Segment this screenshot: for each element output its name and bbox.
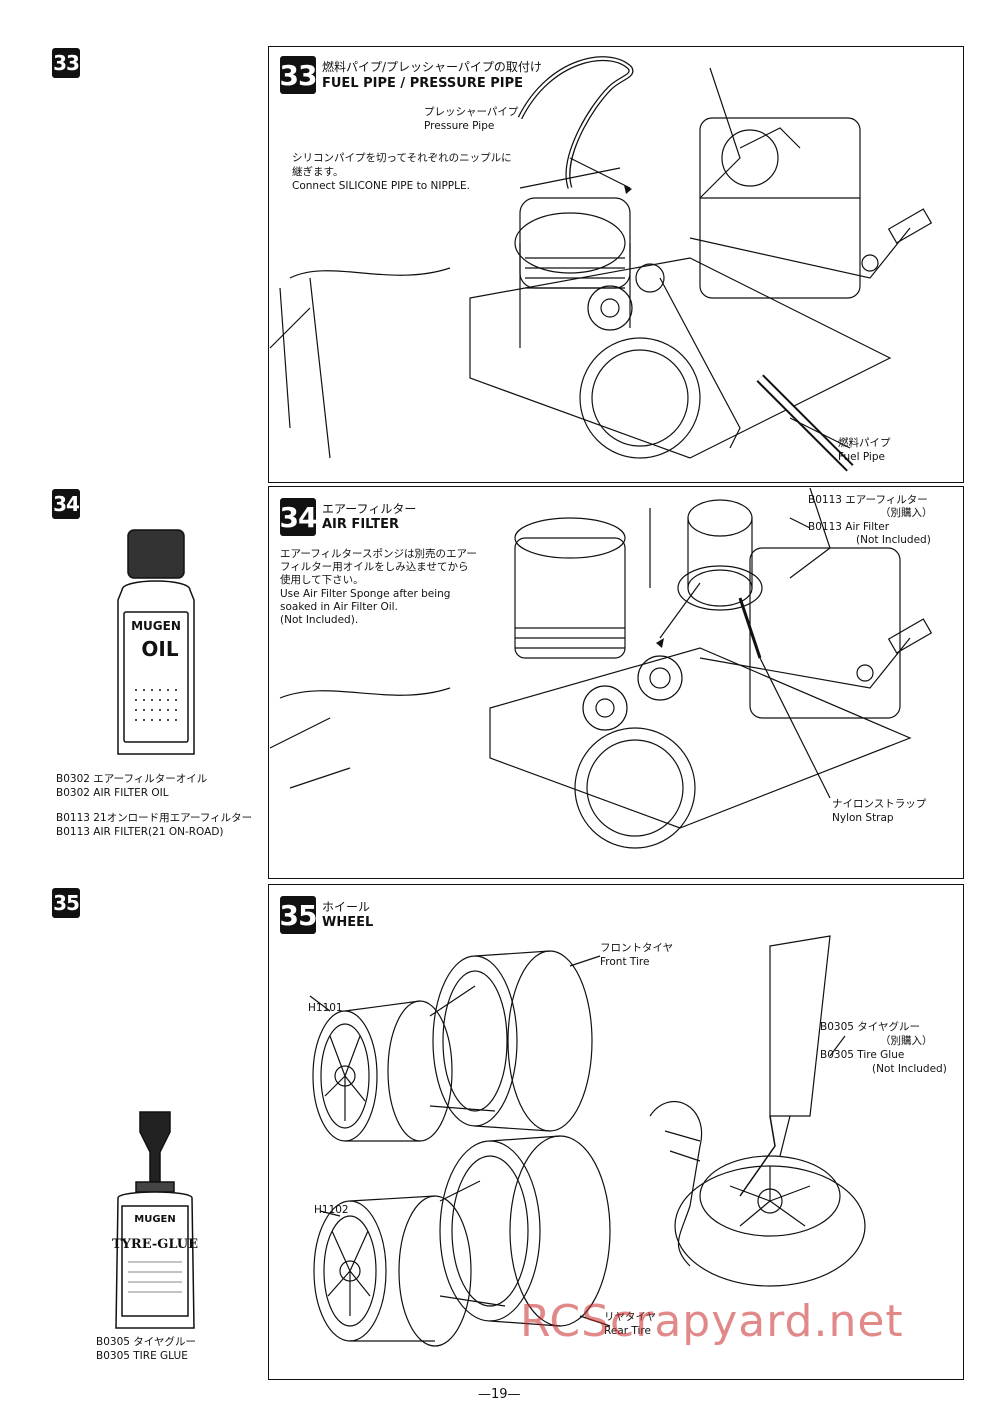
step-badge-33-side: 33 — [52, 48, 80, 78]
pressure-pipe-label-en: Pressure Pipe — [424, 120, 495, 132]
silicone-note-jp-1: シリコンパイプを切ってそれぞれのニップルに — [292, 152, 512, 164]
air-filter-note-jp-2: フィルター用オイルをしみ込ませてから — [280, 561, 469, 573]
front-tire-label-en: Front Tire — [600, 956, 650, 968]
step-badge-35-side: 35 — [52, 888, 80, 918]
step-33-title-en: FUEL PIPE / PRESSURE PIPE — [322, 76, 524, 91]
panel-34 — [268, 486, 964, 879]
air-filter-part-jp-2: （別購入） — [880, 507, 933, 519]
step-35-title-en: WHEEL — [322, 915, 374, 930]
watermark: RCScrapyard.net — [520, 1296, 904, 1347]
air-filter-oil-bottle: MUGEN OIL — [117, 529, 195, 755]
rear-tire-label-jp: リヤタイヤ — [604, 1311, 657, 1323]
air-filter-note-en-1: Use Air Filter Sponge after being — [280, 588, 451, 600]
tire-glue-label-en-2: (Not Included) — [872, 1063, 947, 1075]
filter-caption-jp: B0113 21オンロード用エアーフィルター — [56, 812, 253, 824]
step-badge-34: 34 — [280, 498, 317, 536]
panel-33 — [268, 46, 964, 483]
glue-bottle-product: TYRE-GLUE — [112, 1237, 198, 1252]
oil-bottle-product: OIL — [141, 637, 178, 661]
wheel-tire-illustration — [309, 935, 866, 1347]
air-filter-note-jp-1: エアーフィルタースポンジは別売のエアー — [280, 548, 477, 560]
tire-glue-bottle: MUGEN TYRE-GLUE — [112, 1111, 198, 1329]
step-badge-34-side: 34 — [52, 489, 80, 519]
air-filter-illustration — [269, 487, 933, 849]
silicone-note-jp-2: 継ぎます。 — [292, 166, 344, 178]
nylon-strap-label-en: Nylon Strap — [832, 812, 894, 824]
nylon-strap-label-jp: ナイロンストラップ — [832, 798, 927, 810]
tire-glue-label-jp-1: B0305 タイヤグルー — [820, 1021, 920, 1033]
pressure-pipe-label-jp: プレッシャーパイプ — [424, 106, 519, 118]
page-number: —19— — [478, 1387, 521, 1402]
air-filter-part-en-1: B0113 Air Filter — [808, 521, 890, 533]
engine-fuel-pipe-illustration — [269, 56, 933, 472]
step-badge-33: 33 — [280, 56, 317, 94]
oil-caption-jp: B0302 エアーフィルターオイル — [56, 773, 208, 785]
h1102-label: H1102 — [314, 1204, 349, 1216]
silicone-note-en: Connect SILICONE PIPE to NIPPLE. — [292, 180, 470, 192]
glue-caption-en: B0305 TIRE GLUE — [96, 1350, 188, 1362]
front-tire-label-jp: フロントタイヤ — [600, 942, 674, 954]
air-filter-note-en-2: soaked in Air Filter Oil. — [280, 601, 398, 613]
oil-caption-en: B0302 AIR FILTER OIL — [56, 787, 169, 799]
air-filter-note-jp-3: 使用して下さい。 — [280, 574, 364, 586]
step-34-title-jp: エアーフィルター — [322, 502, 417, 516]
step-35-title-jp: ホイール — [322, 900, 371, 914]
h1101-label: H1101 — [308, 1002, 343, 1014]
step-33-title-jp: 燃料パイプ/プレッシャーパイプの取付け — [322, 60, 542, 74]
step-34-title-en: AIR FILTER — [322, 517, 400, 532]
air-filter-note-en-3: (Not Included). — [280, 614, 359, 626]
tire-glue-label-en-1: B0305 Tire Glue — [820, 1049, 905, 1061]
air-filter-part-jp-1: B0113 エアーフィルター — [808, 494, 928, 506]
air-filter-part-en-2: (Not Included) — [856, 534, 931, 546]
filter-caption-en: B0113 AIR FILTER(21 ON-ROAD) — [56, 826, 224, 838]
glue-bottle-brand: MUGEN — [134, 1214, 175, 1225]
step-badge-35: 35 — [280, 896, 317, 934]
glue-caption-jp: B0305 タイヤグルー — [96, 1336, 196, 1348]
oil-bottle-brand: MUGEN — [131, 619, 181, 633]
tire-glue-label-jp-2: （別購入） — [880, 1035, 933, 1047]
rear-tire-label-en: Rear Tire — [604, 1325, 651, 1337]
fuel-pipe-label-jp: 燃料パイプ — [838, 437, 891, 449]
fuel-pipe-label-en: Fuel Pipe — [838, 451, 885, 463]
